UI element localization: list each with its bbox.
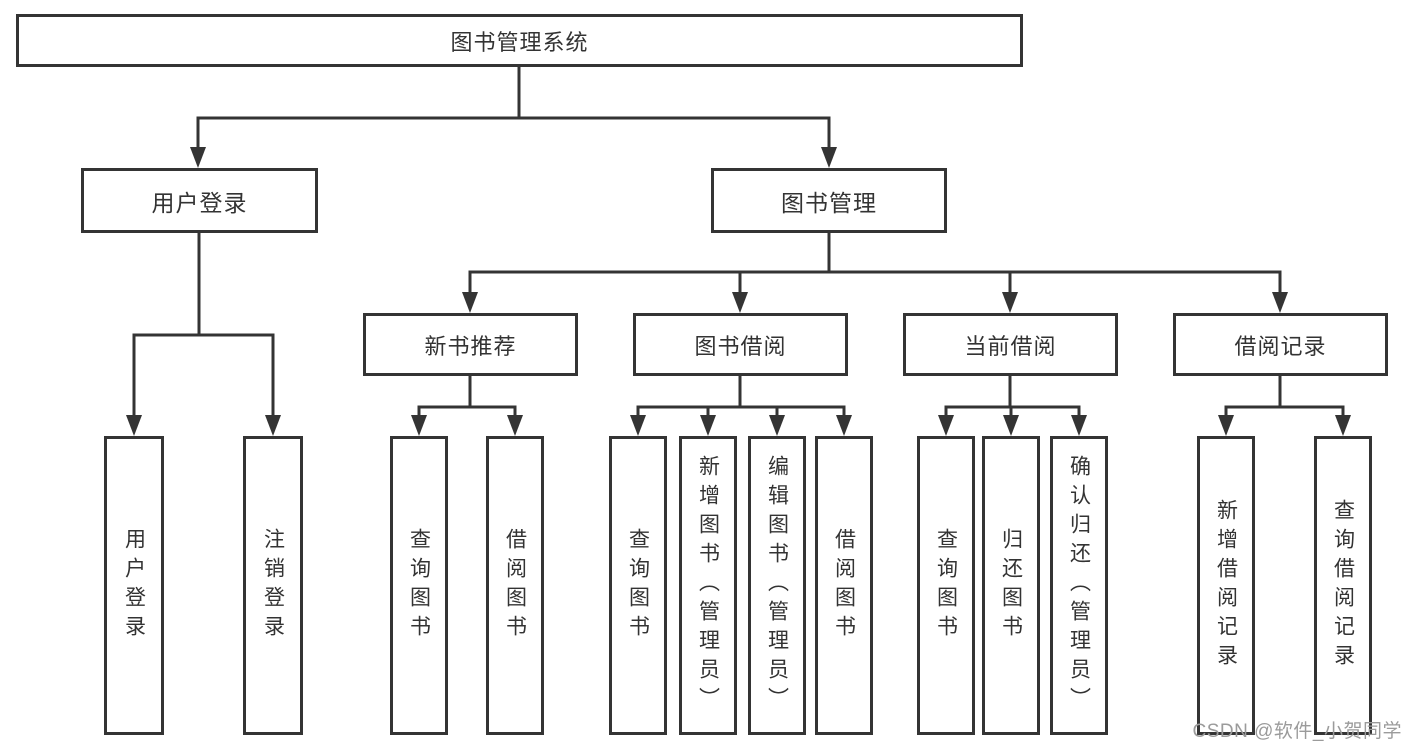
arrowhead <box>1071 415 1087 436</box>
arrowhead <box>700 415 716 436</box>
node-label: 查询图书 <box>934 527 958 644</box>
node-borrow-records: 借阅记录 <box>1173 313 1388 376</box>
node-label: 图书借阅 <box>694 333 787 359</box>
arrowhead <box>1002 292 1018 313</box>
node-book-management: 图书管理 <box>711 168 947 233</box>
node-label: 注销登录 <box>261 527 285 644</box>
node-new-book-recommend: 新书推荐 <box>363 313 578 376</box>
connector-book-borrow <box>636 376 846 415</box>
arrowhead <box>821 147 837 168</box>
arrowheads <box>126 147 1351 436</box>
node-label: 图书管理系统 <box>450 29 589 55</box>
connector-user-login <box>132 233 275 415</box>
arrowhead <box>938 415 954 436</box>
leaf-user-login: 用户登录 <box>104 436 164 735</box>
node-label: 新增借阅记录 <box>1214 498 1238 673</box>
arrowhead <box>769 415 785 436</box>
node-label: 新增图书（管理员） <box>696 455 720 716</box>
arrowhead <box>507 415 523 436</box>
connector-new-book-recommend <box>417 376 517 415</box>
node-label: 查询图书 <box>407 527 431 644</box>
arrowhead <box>265 415 281 436</box>
arrowhead <box>190 147 206 168</box>
leaf-edit-books-admin: 编辑图书（管理员） <box>748 436 806 735</box>
leaf-logout: 注销登录 <box>243 436 303 735</box>
arrowhead <box>836 415 852 436</box>
node-label: 借阅记录 <box>1234 333 1327 359</box>
node-label: 借阅图书 <box>832 527 856 644</box>
node-book-borrow: 图书借阅 <box>633 313 848 376</box>
leaf-query-books-recommend: 查询图书 <box>390 436 448 735</box>
leaf-query-books-borrow: 查询图书 <box>609 436 667 735</box>
node-label: 确认归还（管理员） <box>1067 455 1091 716</box>
node-label: 用户登录 <box>151 189 248 216</box>
arrowhead <box>462 292 478 313</box>
node-user-login: 用户登录 <box>81 168 318 233</box>
arrowhead <box>126 415 142 436</box>
leaf-return-books: 归还图书 <box>982 436 1040 735</box>
leaf-add-books-admin: 新增图书（管理员） <box>679 436 737 735</box>
arrowhead <box>1335 415 1351 436</box>
node-label: 当前借阅 <box>964 333 1057 359</box>
node-label: 编辑图书（管理员） <box>765 455 789 716</box>
arrowhead <box>1218 415 1234 436</box>
arrowhead <box>1272 292 1288 313</box>
leaf-borrow-books-recommend: 借阅图书 <box>486 436 544 735</box>
node-label: 查询图书 <box>626 527 650 644</box>
leaf-query-books-current: 查询图书 <box>917 436 975 735</box>
node-label: 图书管理 <box>781 189 877 216</box>
node-label: 新书推荐 <box>424 333 517 359</box>
arrowhead <box>732 292 748 313</box>
node-label: 查询借阅记录 <box>1331 498 1355 673</box>
node-root-system: 图书管理系统 <box>16 14 1023 67</box>
node-current-borrow: 当前借阅 <box>903 313 1118 376</box>
leaf-add-borrow-record: 新增借阅记录 <box>1197 436 1255 735</box>
leaf-borrow-books: 借阅图书 <box>815 436 873 735</box>
connector-current-borrow <box>944 376 1081 415</box>
arrowhead <box>1003 415 1019 436</box>
node-label: 用户登录 <box>122 527 146 644</box>
node-label: 借阅图书 <box>503 527 527 644</box>
connector-borrow-records <box>1224 376 1345 415</box>
leaf-query-borrow-record: 查询借阅记录 <box>1314 436 1372 735</box>
connector-root <box>196 66 831 147</box>
leaf-confirm-return-admin: 确认归还（管理员） <box>1050 436 1108 735</box>
node-label: 归还图书 <box>999 527 1023 644</box>
connector-book-management <box>468 233 1282 292</box>
arrowhead <box>411 415 427 436</box>
arrowhead <box>630 415 646 436</box>
csdn-watermark: CSDN @软件_小贺同学 <box>1192 721 1402 742</box>
